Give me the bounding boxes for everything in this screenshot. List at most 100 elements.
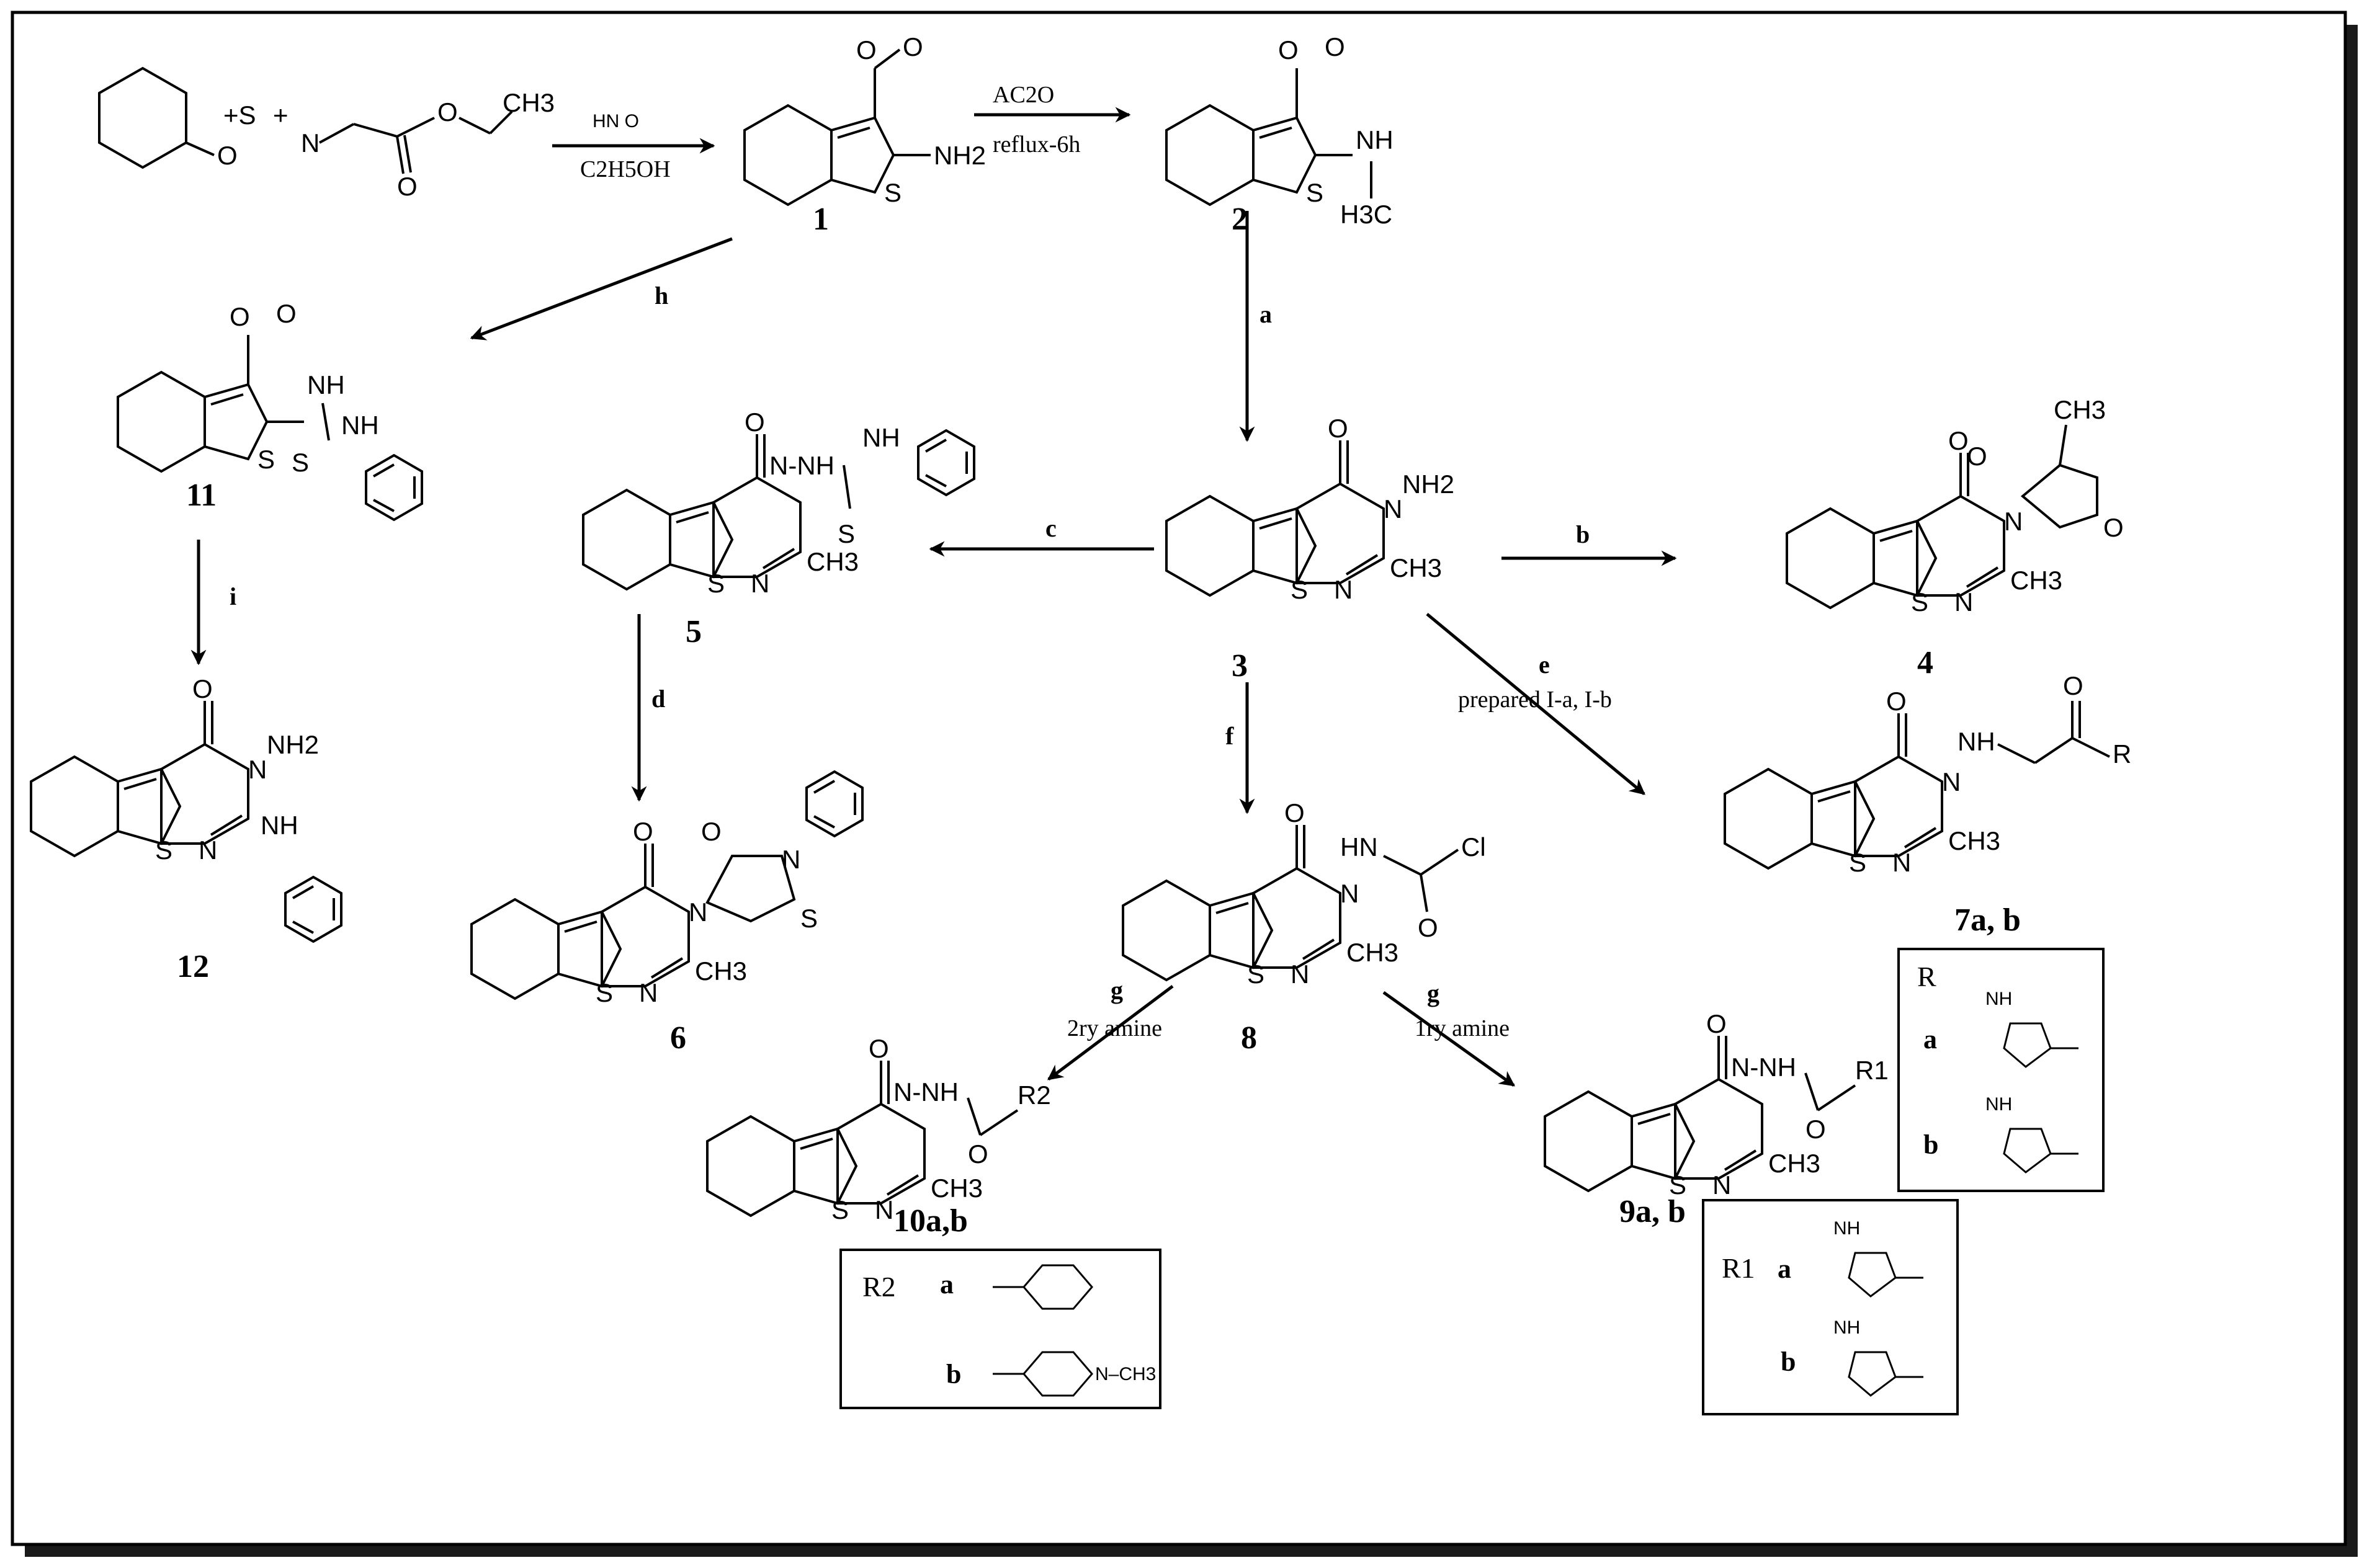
svg-text:O: O: [903, 32, 923, 61]
compound-12-label: 12: [177, 949, 209, 984]
compound-8-label: 8: [1241, 1020, 1257, 1056]
svg-text:O: O: [1328, 414, 1348, 443]
svg-text:R2: R2: [1018, 1080, 1051, 1110]
legend-7-b: b: [1923, 1129, 1938, 1160]
step-g-left-label: g: [1111, 976, 1123, 1004]
svg-text:NH2: NH2: [267, 730, 319, 759]
ethyl-ch3: CH3: [503, 88, 555, 117]
svg-text:CH3: CH3: [931, 1174, 983, 1203]
carbonyl-oxygen: O: [397, 172, 418, 201]
legend-10-title: R2: [862, 1271, 896, 1303]
svg-text:O: O: [701, 817, 722, 846]
plus-sign: +: [273, 100, 289, 130]
step-b-label: b: [1576, 520, 1590, 548]
svg-text:N: N: [1340, 879, 1359, 908]
svg-text:N: N: [1291, 960, 1309, 989]
svg-text:S: S: [596, 978, 613, 1007]
svg-text:N: N: [1712, 1170, 1731, 1200]
svg-text:NH2: NH2: [1402, 470, 1454, 499]
svg-text:O: O: [1278, 35, 1299, 65]
svg-text:O: O: [1325, 32, 1345, 61]
svg-text:N: N: [1892, 848, 1911, 877]
svg-text:CH3: CH3: [807, 547, 859, 576]
compound-2-label: 2: [1232, 202, 1248, 237]
svg-text:S: S: [155, 835, 172, 865]
ketone-oxygen: O: [217, 141, 238, 170]
legend-10-a: a: [940, 1269, 954, 1299]
step-h-label: h: [655, 282, 668, 310]
svg-text:O: O: [1284, 798, 1305, 827]
compound-5-structure: O N-NH S NH N CH3 S: [582, 408, 975, 598]
svg-text:NH: NH: [1958, 727, 1995, 756]
svg-text:N: N: [639, 978, 658, 1007]
svg-text:N: N: [1942, 767, 1961, 796]
svg-text:N: N: [1334, 575, 1353, 604]
acetic-anhydride-label: AC2O: [993, 82, 1054, 108]
svg-text:Cl: Cl: [1461, 832, 1486, 862]
ethyl-cyanoacetate: N O O CH3: [301, 88, 555, 201]
svg-text:S: S: [1291, 575, 1308, 604]
legend-7-b-nh: NH: [1985, 1094, 2012, 1115]
legend-9-a: a: [1778, 1254, 1791, 1284]
compound-7-label: 7a, b: [1954, 902, 2021, 938]
legend-9-title: R1: [1722, 1252, 1755, 1284]
compound-3-structure: O N NH2 N CH3 S: [1165, 414, 1454, 604]
arrow-g-right: [1382, 991, 1516, 1087]
svg-text:S: S: [1849, 848, 1866, 877]
svg-text:N-NH: N-NH: [769, 451, 834, 480]
arrow-h: [470, 237, 733, 341]
svg-text:HN: HN: [1340, 832, 1378, 862]
compound-12-structure: O N NH2 N NH S: [30, 674, 342, 943]
step-g-left-conditions: 2ry amine: [1067, 1015, 1162, 1041]
svg-text:O: O: [2063, 671, 2083, 700]
legend-10-box: R2 a b N–CH3: [839, 1249, 1161, 1409]
compound-6-structure: O N O N S N CH3 S: [470, 770, 864, 1007]
compound-6-label: 6: [670, 1020, 686, 1056]
compound-7-structure: O N NH O R N CH3 S: [1724, 671, 2131, 877]
svg-text:S: S: [1669, 1170, 1686, 1200]
morpholine-label: HN O: [593, 111, 639, 131]
svg-text:O: O: [1886, 687, 1907, 716]
svg-text:O: O: [1418, 913, 1438, 942]
svg-text:N: N: [248, 755, 267, 784]
legend-10-b-tail: N–CH3: [1095, 1364, 1156, 1384]
ethanol-label: C2H5OH: [580, 156, 671, 182]
ester-oxygen: O: [437, 97, 458, 127]
step-e-conditions: prepared I-a, I-b: [1458, 687, 1612, 713]
step-f-label: f: [1225, 722, 1234, 750]
svg-text:N: N: [782, 845, 800, 874]
svg-text:N: N: [689, 898, 707, 927]
svg-text:CH3: CH3: [2054, 395, 2106, 424]
step-a-label: a: [1260, 300, 1272, 328]
svg-text:O: O: [856, 35, 877, 65]
svg-text:CH3: CH3: [1390, 553, 1442, 582]
compound-4-label: 4: [1917, 645, 1933, 680]
arrow-g-left: [1047, 985, 1174, 1080]
step-e-label: e: [1539, 651, 1550, 679]
nitrile-nitrogen: N: [301, 128, 320, 158]
legend-7-box: R a NH b NH: [1897, 948, 2105, 1192]
svg-text:S: S: [1306, 178, 1323, 207]
svg-text:S: S: [1247, 960, 1264, 989]
svg-text:H3C: H3C: [1340, 200, 1392, 229]
svg-text:NH: NH: [862, 423, 900, 452]
svg-text:R1: R1: [1855, 1056, 1889, 1085]
svg-text:NH: NH: [261, 811, 298, 840]
svg-text:O: O: [276, 299, 297, 328]
svg-text:O: O: [1805, 1115, 1826, 1144]
svg-text:O: O: [1967, 442, 1987, 471]
svg-text:O: O: [192, 674, 213, 703]
svg-text:CH3: CH3: [1346, 938, 1398, 967]
svg-text:O: O: [869, 1034, 889, 1063]
svg-text:N: N: [1384, 494, 1402, 523]
compound-10-structure: O N-NH O R2 N CH3 S: [706, 1034, 1051, 1224]
compound-3-label: 3: [1232, 648, 1248, 684]
compound-1-structure: O O NH2 S: [743, 32, 986, 207]
legend-9-b-nh: NH: [1833, 1317, 1860, 1338]
svg-text:O: O: [1948, 426, 1969, 455]
svg-text:N: N: [1954, 587, 1973, 617]
compound-2-structure: O O NH H3C S: [1165, 32, 1394, 229]
legend-9-box: R1 a NH b NH: [1702, 1199, 1959, 1415]
legend-9-b: b: [1781, 1347, 1796, 1377]
